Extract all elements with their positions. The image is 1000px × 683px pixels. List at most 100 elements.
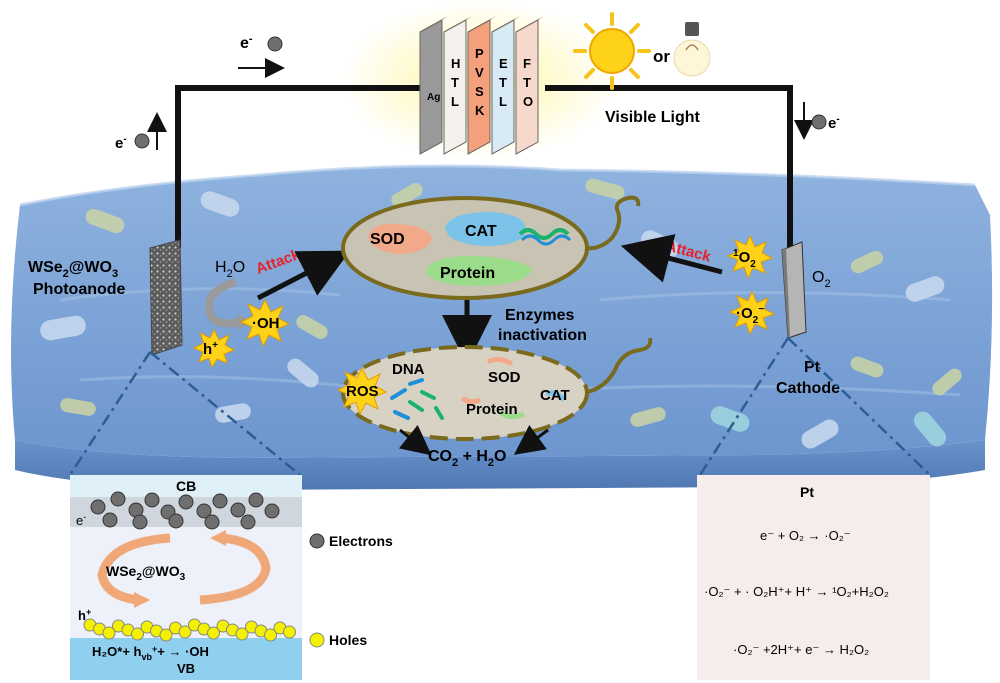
- solar-layer-top: [444, 16, 472, 32]
- solar-layer-label: L: [499, 94, 507, 109]
- cb-label: CB: [176, 478, 196, 494]
- cb-electron-label: e-: [76, 512, 86, 528]
- electron-icon-right: [811, 114, 827, 130]
- protein-label-bottom: Protein: [466, 401, 518, 418]
- hydroxyl-label: ·OH: [252, 315, 280, 332]
- products-label: CO2 + H2O: [428, 448, 507, 469]
- dna-strand: [518, 228, 570, 240]
- hole-burst: [192, 328, 236, 369]
- pt-equation-3: ·O₂⁻ +2H⁺+ e⁻ → H₂O₂: [733, 642, 869, 657]
- solar-layer-label: T: [451, 75, 459, 90]
- charge-cycle-arrows: [97, 530, 271, 608]
- singlet-oxygen-label: 1O2: [733, 248, 756, 270]
- solar-layer-label: K: [475, 103, 485, 118]
- solar-layer: [515, 19, 539, 155]
- pt-equation-1: e⁻ + O₂ → ·O₂⁻: [760, 528, 851, 543]
- hole-label: h+: [203, 340, 218, 358]
- electron-dot: [178, 494, 194, 510]
- legend-hole-icon: [309, 632, 325, 648]
- hole-dot: [102, 626, 116, 640]
- electron-dot: [204, 514, 220, 530]
- electron-dot: [90, 499, 106, 515]
- photoanode-label: WSe2@WO3: [28, 259, 118, 280]
- pt-reaction-panel: [697, 475, 930, 680]
- cat-label-bottom: CAT: [540, 387, 570, 404]
- product-arrow-right: [513, 425, 549, 455]
- protein-blob: [426, 256, 532, 286]
- cat-blob: [445, 212, 527, 246]
- electron-dot: [264, 503, 280, 519]
- bacterial-cell-damaged: [341, 337, 653, 441]
- hole-dot: [178, 625, 192, 639]
- electron-label-top: e-: [240, 33, 253, 52]
- solar-layer-label: L: [451, 94, 459, 109]
- legend-electron-icon: [309, 533, 325, 549]
- solar-layer-label: Ag: [427, 92, 440, 103]
- electron-dot: [102, 512, 118, 528]
- hole-dot: [283, 625, 296, 639]
- electron-icon-left: [134, 133, 150, 149]
- electron-dot: [132, 514, 148, 530]
- solar-layer-label: V: [475, 65, 484, 80]
- pt-panel-title: Pt: [800, 484, 814, 500]
- singlet-oxygen-burst: [726, 234, 774, 280]
- legend-electrons-label: Electrons: [329, 533, 393, 549]
- light-bulb-icon: [673, 22, 711, 77]
- band-center-label: WSe2@WO3: [106, 563, 186, 583]
- solar-layer-label: T: [499, 75, 507, 90]
- or-label: or: [653, 47, 670, 66]
- superoxide-label: ·O2−: [736, 304, 764, 326]
- electron-dot: [168, 513, 184, 529]
- ros-label: ROS: [346, 383, 379, 400]
- solar-layer-label: F: [523, 56, 531, 71]
- solar-layer-top: [420, 16, 448, 32]
- sun-icon: [573, 12, 651, 90]
- solar-layer-label: O: [523, 94, 533, 109]
- sod-label-bottom: SOD: [488, 369, 521, 386]
- electron-dot: [196, 503, 212, 519]
- bacteria-decoration: [40, 178, 962, 449]
- hole-dot: [235, 627, 249, 641]
- sod-label-top: SOD: [370, 231, 405, 248]
- electron-icon-top: [267, 36, 283, 52]
- electron-dot: [212, 493, 228, 509]
- water-label: H2O: [215, 259, 245, 280]
- external-circuit-wire: [175, 85, 793, 250]
- band-diagram-panel: [70, 475, 302, 680]
- electron-dot: [248, 492, 264, 508]
- hole-dot: [207, 626, 220, 640]
- cathode-label-line2: Cathode: [776, 380, 840, 397]
- dna-strand-2: [520, 234, 572, 246]
- visible-light-label: Visible Light: [605, 109, 701, 126]
- attack-arrow-right: [620, 234, 723, 283]
- oxidation-arrow: [205, 278, 241, 328]
- legend-holes-label: Holes: [329, 632, 367, 648]
- protein-label-top: Protein: [440, 265, 495, 282]
- cb-electrons: [90, 491, 280, 530]
- solar-layer-label: T: [523, 75, 531, 90]
- solar-layer-top: [516, 16, 544, 32]
- cat-label-top: CAT: [465, 223, 497, 240]
- solar-layer: [419, 19, 443, 155]
- superoxide-burst: [728, 290, 776, 336]
- solar-layer-label: S: [475, 84, 484, 99]
- solar-layer-top: [468, 16, 496, 32]
- electron-dot: [144, 492, 160, 508]
- zoom-lines: [68, 337, 931, 476]
- photoanode-label-line2: Photoanode: [33, 281, 126, 298]
- solar-layer-top: [492, 16, 520, 32]
- solar-layer-label: H: [451, 56, 460, 71]
- inactivation-line2: inactivation: [498, 327, 587, 344]
- vb-hole-label: h+: [78, 607, 91, 623]
- solar-layer-label: E: [499, 56, 508, 71]
- vb-reaction: H₂O*+ hvb++ → ·OH: [92, 644, 209, 662]
- vb-holes: [83, 618, 296, 642]
- sod-blob: [368, 223, 432, 254]
- electron-label-left: e-: [115, 134, 127, 152]
- pt-equation-2: ·O₂⁻ + · O₂H⁺+ H⁺ → ¹O₂+H₂O₂: [704, 584, 889, 599]
- photoanode-electrode: [149, 239, 183, 356]
- electron-dot: [110, 491, 126, 507]
- attack-arrow-left: [256, 250, 351, 301]
- electron-dot: [230, 502, 246, 518]
